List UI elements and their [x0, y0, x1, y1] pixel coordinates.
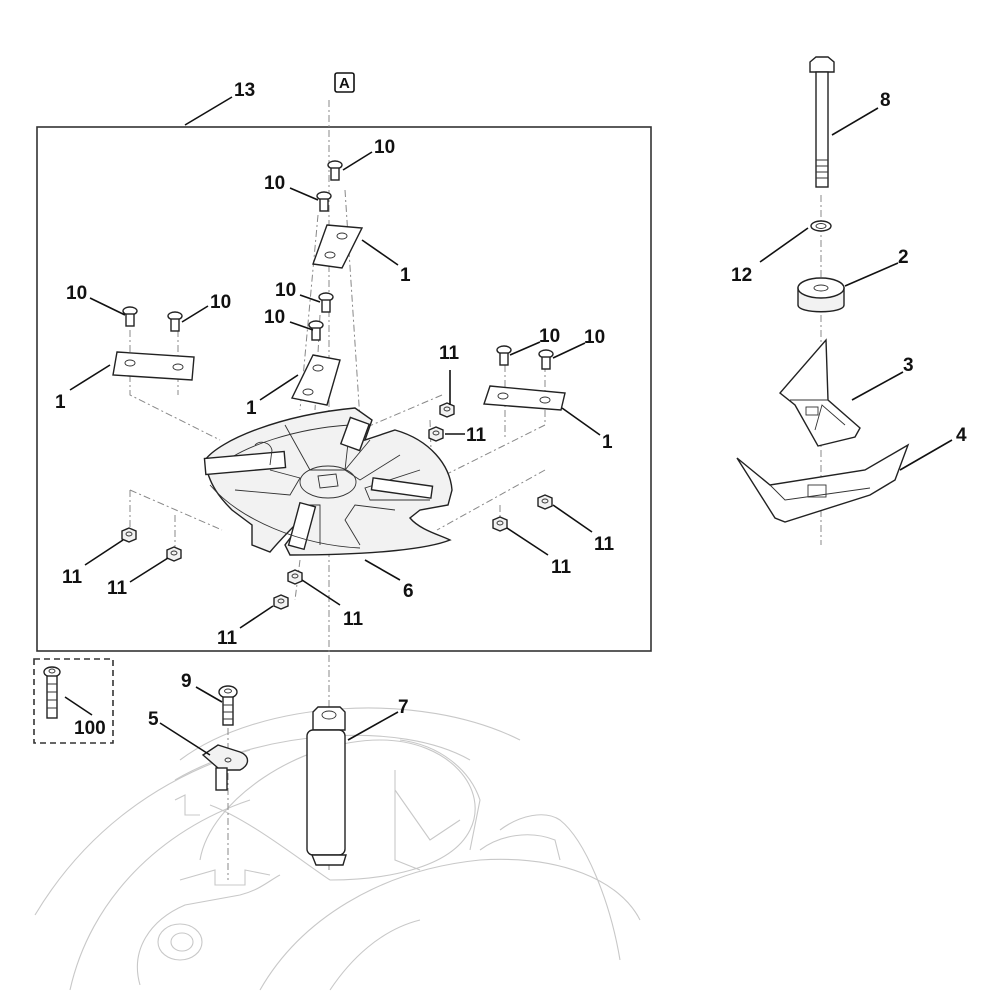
- callout-11: 11: [551, 557, 572, 578]
- callout-1: 1: [602, 432, 613, 453]
- blade-plate-part-1-right: [483, 385, 566, 411]
- blade-plate-part-1-center: [290, 354, 341, 406]
- nuts-part-11: [121, 402, 553, 610]
- screw-part-100: [43, 666, 61, 719]
- callout-6: 6: [403, 581, 414, 602]
- assembly-frame-13: [36, 126, 652, 652]
- callout-11: 11: [107, 578, 128, 599]
- leader-lines: [64, 96, 953, 756]
- blade-plate-part-1-top: [312, 224, 364, 269]
- callout-3: 3: [903, 355, 914, 376]
- callout-2: 2: [898, 247, 909, 268]
- view-marker-box: [334, 72, 355, 93]
- callout-9: 9: [181, 671, 192, 692]
- screw-part-9: [218, 685, 238, 726]
- callout-10: 10: [210, 292, 231, 313]
- blade-adapter-part-3: [778, 338, 861, 447]
- mower-housing-ghost: [34, 707, 641, 991]
- callout-1: 1: [400, 265, 411, 286]
- callout-11: 11: [217, 628, 238, 649]
- callout-13: 13: [234, 80, 255, 101]
- callout-7: 7: [398, 697, 409, 718]
- bracket-part-5: [201, 744, 249, 791]
- callout-11: 11: [594, 534, 615, 555]
- callout-11: 11: [62, 567, 83, 588]
- blade-part-4: [736, 443, 910, 523]
- bolt-part-8: [809, 56, 835, 188]
- callout-10: 10: [584, 327, 605, 348]
- callout-10: 10: [264, 173, 285, 194]
- callout-11: 11: [439, 343, 460, 364]
- callout-1: 1: [55, 392, 66, 413]
- callout-100: 100: [74, 718, 106, 739]
- callout-10: 10: [66, 283, 87, 304]
- callout-10: 10: [275, 280, 296, 301]
- callout-8: 8: [880, 90, 891, 111]
- optional-part-box: [33, 658, 114, 744]
- callout-5: 5: [148, 709, 159, 730]
- callout-10: 10: [264, 307, 285, 328]
- callout-1: 1: [246, 398, 257, 419]
- callout-4: 4: [956, 425, 967, 446]
- blade-plate-part-1-left: [112, 351, 195, 381]
- callout-10: 10: [374, 137, 395, 158]
- callout-11: 11: [343, 609, 364, 630]
- washer-part-12: [810, 220, 832, 232]
- spacer-part-2: [797, 277, 845, 313]
- blade-disc-part-6: [203, 407, 453, 556]
- shaft-part-7: [306, 706, 347, 866]
- callout-10: 10: [539, 326, 560, 347]
- screws-part-10: [122, 160, 554, 370]
- callout-12: 12: [731, 265, 752, 286]
- view-marker-label: A: [339, 75, 350, 92]
- callout-labels: 13 10 10 1 10 10 10 10 1 1 11 10 10 11 1…: [55, 80, 967, 739]
- callout-11: 11: [466, 425, 487, 446]
